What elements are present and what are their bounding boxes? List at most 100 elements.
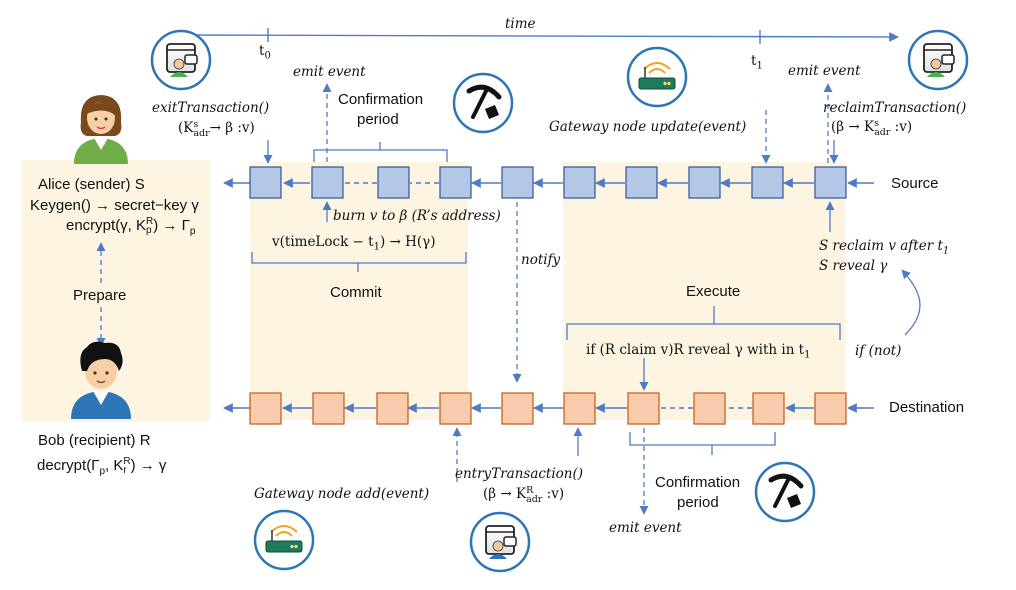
emit-event-right: emit event: [788, 63, 861, 79]
alice-encrypt-sup: R: [146, 216, 154, 228]
confirmation-brace-top: [313, 142, 448, 162]
exit-tx-k-sup: s: [193, 118, 199, 130]
reclaim-note-sub: 1: [942, 245, 950, 257]
source-block: [377, 166, 410, 199]
bob-decrypt-mid: , K: [105, 457, 124, 474]
commit-label: Commit: [330, 284, 382, 301]
alice-encrypt-tail-sub: p: [189, 226, 196, 237]
reclaim-tx-k: (β → K: [831, 119, 875, 135]
confirmation-bottom-line2: period: [677, 494, 719, 511]
execute-label: Execute: [686, 283, 741, 300]
bob-decrypt-sup: R: [123, 456, 131, 468]
destination-block: [312, 392, 345, 425]
prepare-panel: [22, 160, 210, 422]
claim-text-sub: 1: [804, 349, 811, 361]
t1-sub: 1: [756, 60, 763, 72]
confirmation-brace-bottom: [629, 432, 776, 455]
bob-decrypt-tail: ) → γ: [130, 457, 167, 474]
source-block: [311, 166, 344, 199]
destination-block: [249, 392, 282, 425]
entry-tx-k-sup: R: [526, 484, 534, 496]
reclaim-tx-k-sup: s: [874, 117, 879, 129]
entry-tx-k: (β → K: [483, 486, 527, 502]
alice-encrypt-text: encrypt(γ, K: [66, 217, 147, 234]
destination-block: [693, 392, 726, 425]
claim-text-pre: if (R claim v)R reveal γ with in t: [586, 342, 805, 358]
gateway-update-label: Gateway node update(event): [549, 119, 747, 135]
destination-block: [627, 392, 660, 425]
if-not-label: if (not): [855, 343, 902, 359]
person-female-icon: [74, 95, 128, 164]
destination-block: [752, 392, 785, 425]
timelock-sub: 1: [373, 241, 380, 253]
claim-text: if (R claim v)R reveal γ with in t1: [586, 341, 810, 365]
time-label: time: [505, 16, 536, 32]
source-block: [625, 166, 658, 199]
prepare-label: Prepare: [73, 287, 127, 304]
destination-block: [814, 392, 847, 425]
t1-label: t1: [751, 52, 763, 76]
execute-brace: [566, 306, 841, 340]
reclaim-note-line1: S reclaim v after t1: [819, 237, 949, 261]
source-block: [563, 166, 596, 199]
if-not-curve-arrow: [901, 269, 921, 336]
wallet-user-icon: [907, 29, 969, 91]
miner-pickaxe-icon: [452, 72, 514, 134]
execute-panel: [563, 162, 845, 420]
entry-tx-k-sub: adr: [526, 493, 543, 505]
router-icon: [626, 46, 688, 108]
emit-event-bottom: emit event: [609, 520, 682, 536]
time-axis: [179, 32, 899, 42]
burn-text: burn v to β (R’s address): [333, 208, 501, 224]
reclaim-tx-name: reclaimTransaction(): [823, 100, 967, 116]
gateway-add-label: Gateway node add(event): [254, 486, 430, 502]
exit-tx-k-tail: → β :v): [209, 120, 255, 136]
source-block: [688, 166, 721, 199]
timelock-post: ) → H(γ): [379, 234, 436, 250]
commit-panel: [250, 162, 468, 420]
source-block: [751, 166, 784, 199]
router-icon: [253, 509, 315, 571]
source-block: [249, 166, 282, 199]
alice-encrypt-tail: ) → Γ: [153, 217, 190, 234]
alice-title: Alice (sender) S: [38, 176, 145, 193]
destination-label: Destination: [889, 399, 965, 416]
wallet-user-icon: [469, 511, 531, 573]
exit-tx-k: (K: [178, 120, 194, 136]
bob-decrypt-sub: p: [99, 466, 106, 477]
timelock-text: v(timeLock − t1) → H(γ): [272, 233, 436, 257]
bob-decrypt-text: decrypt(Γ: [37, 457, 100, 474]
miner-pickaxe-icon: [754, 461, 816, 523]
t0-text: t: [259, 43, 265, 59]
entry-tx-k-tail: :v): [542, 486, 565, 502]
destination-block: [563, 392, 596, 425]
t0-sub: 0: [264, 50, 271, 62]
person-male-icon: [71, 341, 131, 419]
alice-encrypt-sub: p: [146, 225, 152, 237]
destination-blocks: [249, 392, 847, 425]
source-block: [439, 166, 472, 199]
confirmation-top-line1: Confirmation: [338, 91, 424, 108]
source-blocks: [249, 166, 847, 199]
source-label: Source: [891, 175, 939, 192]
commit-brace: [251, 252, 467, 272]
wallet-user-icon: [150, 29, 212, 91]
timelock-pre: v(timeLock − t: [272, 234, 374, 250]
reclaim-tx-k-tail: :v): [890, 119, 913, 135]
notify-label: notify: [521, 252, 561, 268]
t0-label: t0: [259, 42, 271, 66]
confirmation-bottom-line1: Confirmation: [655, 474, 741, 491]
exit-tx-name: exitTransaction(): [152, 100, 270, 116]
destination-block: [501, 392, 534, 425]
confirmation-top-line2: period: [357, 111, 399, 128]
destination-block: [439, 392, 472, 425]
reclaim-note-line2: S reveal γ: [819, 258, 888, 274]
emit-event-top: emit event: [293, 64, 366, 80]
